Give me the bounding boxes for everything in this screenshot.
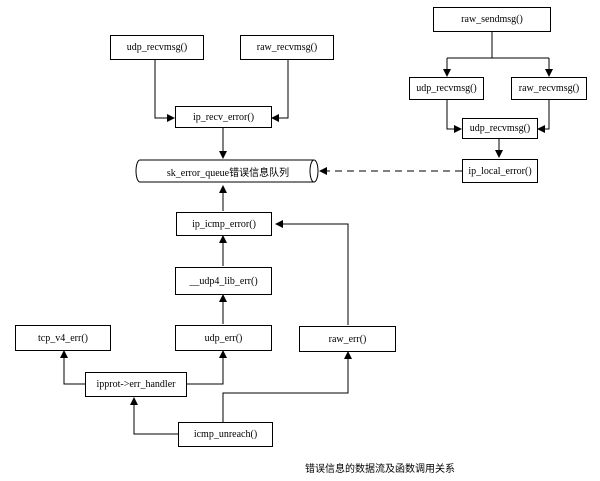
ip-recv-error-box: ip_recv_error() (175, 106, 272, 128)
edge-udp-recvmsg-to-ip-recv-error (154, 60, 175, 122)
edge-udp-recvmsg-right-down (446, 100, 462, 133)
edge-icmp-unreach-to-err-handler (130, 397, 178, 435)
edge-err-handler-to-tcp-v4-err (60, 350, 85, 385)
tcp-v4-err-box: tcp_v4_err() (15, 325, 111, 351)
raw-sendmsg-box: raw_sendmsg() (433, 7, 551, 32)
raw-recvmsg-box-top: raw_recvmsg() (240, 35, 334, 60)
udp-err-box: udp_err() (175, 325, 272, 351)
edge-raw-recvmsg-right-down (537, 100, 550, 133)
udp-recvmsg-box-right: udp_recvmsg() (409, 77, 484, 100)
icmp-unreach-box: icmp_unreach() (178, 422, 273, 447)
edge-err-handler-to-udp-err (187, 350, 227, 385)
ip-local-error-box: ip_local_error() (462, 159, 538, 183)
edge-icmp-unreach-to-raw-err (222, 351, 352, 422)
raw-recvmsg-box-right: raw_recvmsg() (511, 77, 587, 100)
edge-raw-sendmsg-branch (447, 32, 549, 59)
udp-recvmsg-box-top: udp_recvmsg() (110, 35, 204, 60)
edge-raw-err-to-ip-icmp-error (275, 220, 349, 325)
sk-error-queue-label: sk_error_queue错误信息队列 (166, 167, 290, 179)
raw-err-box: raw_err() (299, 326, 396, 352)
udp-recvmsg-box-right2: udp_recvmsg() (462, 118, 538, 139)
diagram-caption: 错误信息的数据流及函数调用关系 (305, 464, 455, 475)
ipprot-err-handler-box: ipprot->err_handler (85, 372, 187, 397)
ip-icmp-error-box: ip_icmp_error() (176, 212, 272, 236)
edge-raw-recvmsg-to-ip-recv-error (271, 60, 289, 122)
udp4-lib-err-box: __udp4_lib_err() (175, 267, 272, 295)
queue-cylinder (135, 159, 319, 183)
